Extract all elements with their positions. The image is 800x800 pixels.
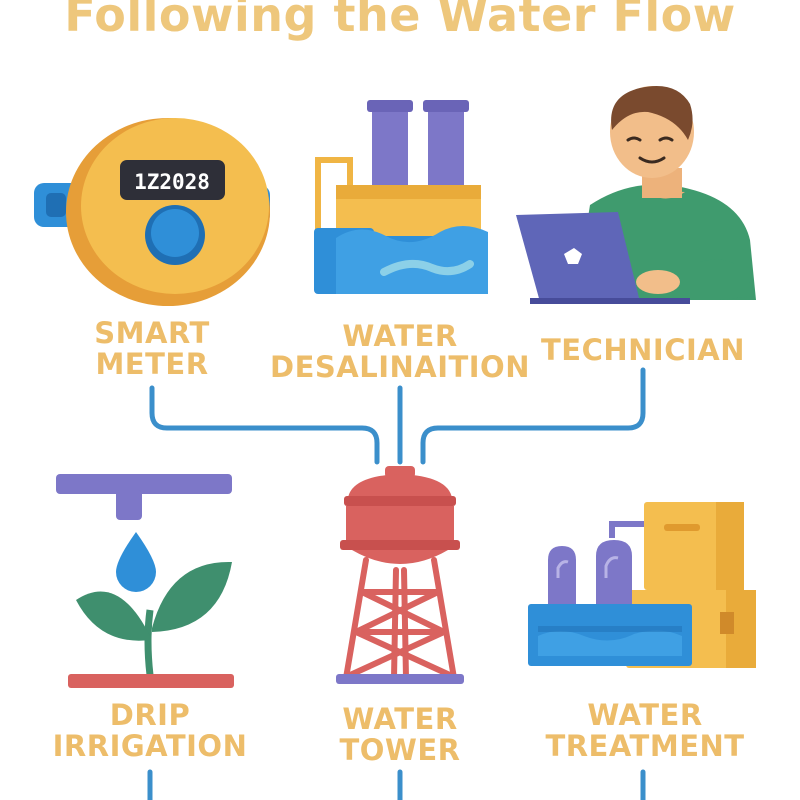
label-water-tower: WATER TOWER xyxy=(300,704,500,766)
label-drip-irrigation-line2: IRRIGATION xyxy=(52,729,248,763)
label-water-tower-line1: WATER xyxy=(342,702,458,736)
page-title: Following the Water Flow xyxy=(64,0,736,42)
label-desalination: WATER DESALINAITION xyxy=(270,321,530,383)
label-desalination-line2: DESALINAITION xyxy=(270,350,530,384)
label-desalination-line1: WATER xyxy=(342,319,458,353)
label-drip-irrigation-line1: DRIP xyxy=(109,698,191,732)
connector-smart-meter xyxy=(149,385,380,465)
technician-icon xyxy=(516,86,756,304)
water-treatment-icon xyxy=(528,502,756,668)
label-technician: TECHNICIAN xyxy=(532,335,754,366)
connector-technician xyxy=(420,367,646,465)
label-water-treatment-line2: TREATMENT xyxy=(545,729,745,763)
label-drip-irrigation: DRIP IRRIGATION xyxy=(40,700,260,762)
connector-lines xyxy=(147,367,646,800)
drip-irrigation-icon xyxy=(56,474,234,688)
water-tower-icon xyxy=(336,466,464,684)
meter-display: 1Z2028 xyxy=(134,170,210,194)
smart-meter-icon: 1Z2028 xyxy=(34,118,270,306)
label-water-treatment: WATER TREATMENT xyxy=(540,700,750,762)
label-smart-meter-line1: SMART xyxy=(94,316,210,350)
label-smart-meter: SMART METER xyxy=(52,318,252,380)
label-water-tower-line2: TOWER xyxy=(339,733,461,767)
label-smart-meter-line2: METER xyxy=(95,347,209,381)
label-water-treatment-line1: WATER xyxy=(587,698,703,732)
label-technician-line1: TECHNICIAN xyxy=(541,333,745,367)
desalination-plant-icon xyxy=(314,100,488,294)
